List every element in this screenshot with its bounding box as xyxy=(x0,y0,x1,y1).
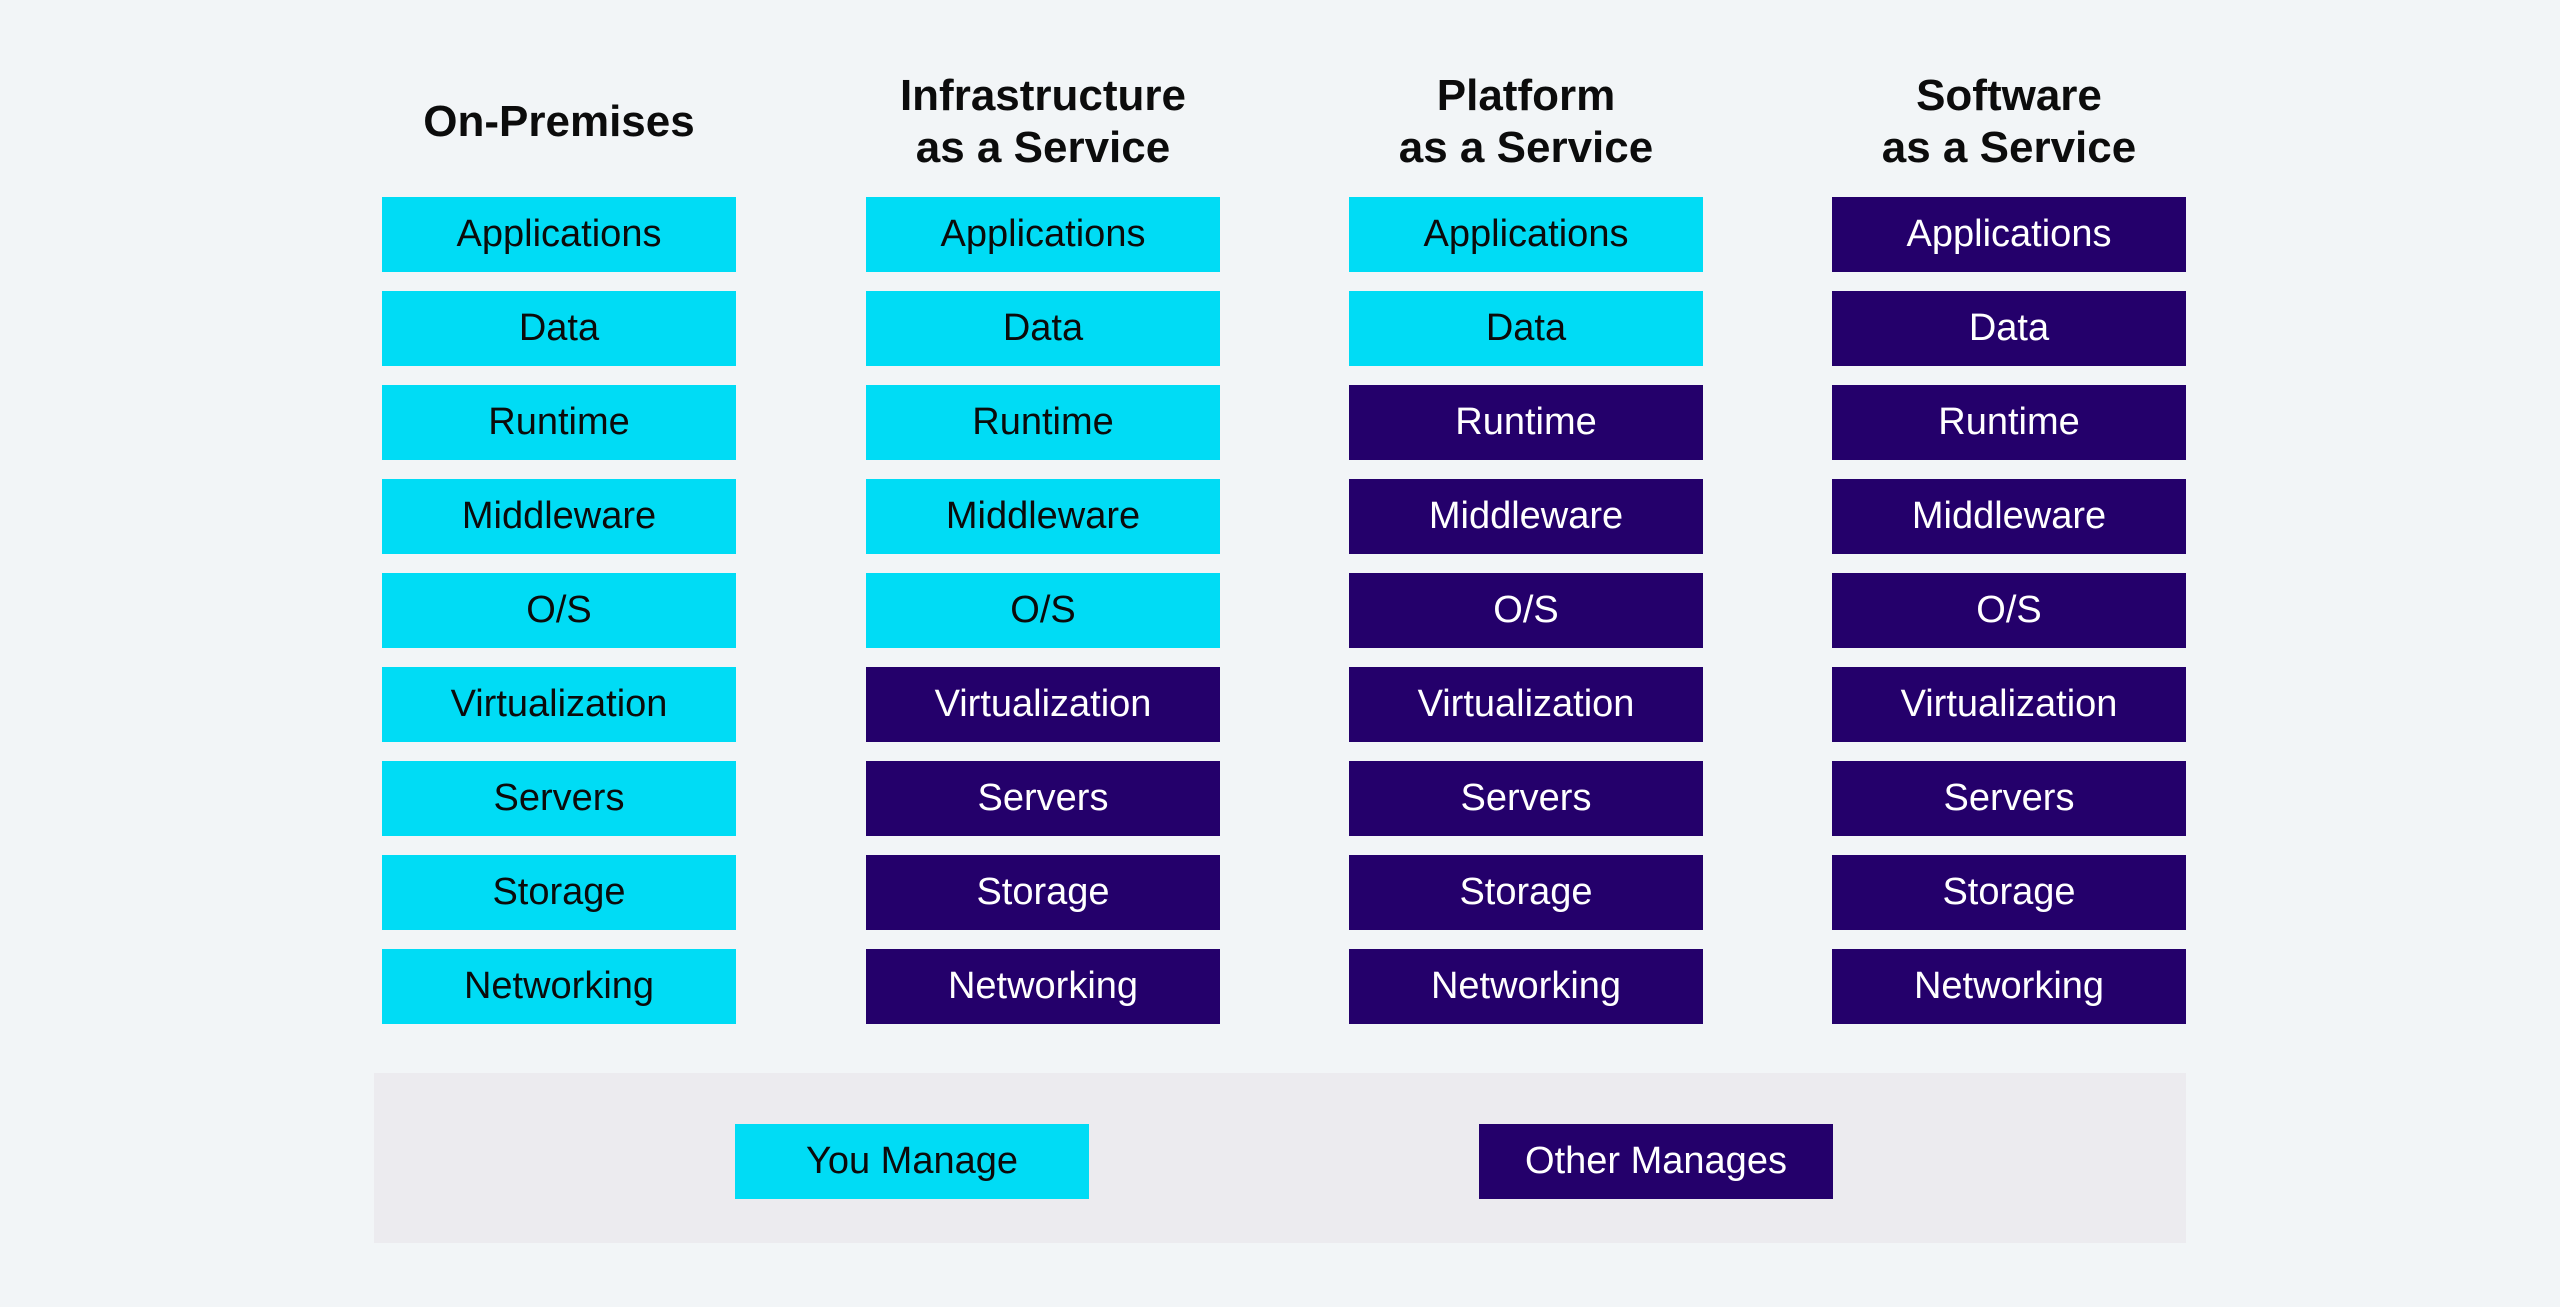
layer-middleware: Middleware xyxy=(1349,479,1703,554)
layer-middleware: Middleware xyxy=(382,479,736,554)
legend: You Manage Other Manages xyxy=(374,1073,2186,1243)
legend-you-manage: You Manage xyxy=(735,1124,1089,1199)
layer-o-s: O/S xyxy=(1832,573,2186,648)
layer-o-s: O/S xyxy=(1349,573,1703,648)
layer-networking: Networking xyxy=(1832,949,2186,1024)
layer-servers: Servers xyxy=(1349,761,1703,836)
layer-applications: Applications xyxy=(866,197,1220,272)
column-title: On-Premises xyxy=(423,97,695,146)
layer-applications: Applications xyxy=(1349,197,1703,272)
layer-runtime: Runtime xyxy=(1349,385,1703,460)
layer-data: Data xyxy=(1832,291,2186,366)
layer-virtualization: Virtualization xyxy=(866,667,1220,742)
layer-virtualization: Virtualization xyxy=(1349,667,1703,742)
layer-servers: Servers xyxy=(382,761,736,836)
layer-virtualization: Virtualization xyxy=(382,667,736,742)
layer-o-s: O/S xyxy=(382,573,736,648)
layer-networking: Networking xyxy=(1349,949,1703,1024)
layer-data: Data xyxy=(1349,291,1703,366)
layer-storage: Storage xyxy=(382,855,736,930)
layer-middleware: Middleware xyxy=(1832,479,2186,554)
layer-storage: Storage xyxy=(1349,855,1703,930)
layer-storage: Storage xyxy=(1832,855,2186,930)
layer-o-s: O/S xyxy=(866,573,1220,648)
column-title: Platform as a Service xyxy=(1398,71,1654,172)
layer-storage: Storage xyxy=(866,855,1220,930)
layer-runtime: Runtime xyxy=(1832,385,2186,460)
layer-data: Data xyxy=(382,291,736,366)
legend-other-manages: Other Manages xyxy=(1479,1124,1833,1199)
layer-middleware: Middleware xyxy=(866,479,1220,554)
layer-servers: Servers xyxy=(1832,761,2186,836)
layer-runtime: Runtime xyxy=(382,385,736,460)
layer-data: Data xyxy=(866,291,1220,366)
layer-virtualization: Virtualization xyxy=(1832,667,2186,742)
layer-servers: Servers xyxy=(866,761,1220,836)
column-title: Infrastructure as a Service xyxy=(899,71,1187,172)
layer-applications: Applications xyxy=(382,197,736,272)
layer-runtime: Runtime xyxy=(866,385,1220,460)
layer-applications: Applications xyxy=(1832,197,2186,272)
layer-networking: Networking xyxy=(382,949,736,1024)
layer-networking: Networking xyxy=(866,949,1220,1024)
column-title: Software as a Service xyxy=(1881,71,2137,172)
